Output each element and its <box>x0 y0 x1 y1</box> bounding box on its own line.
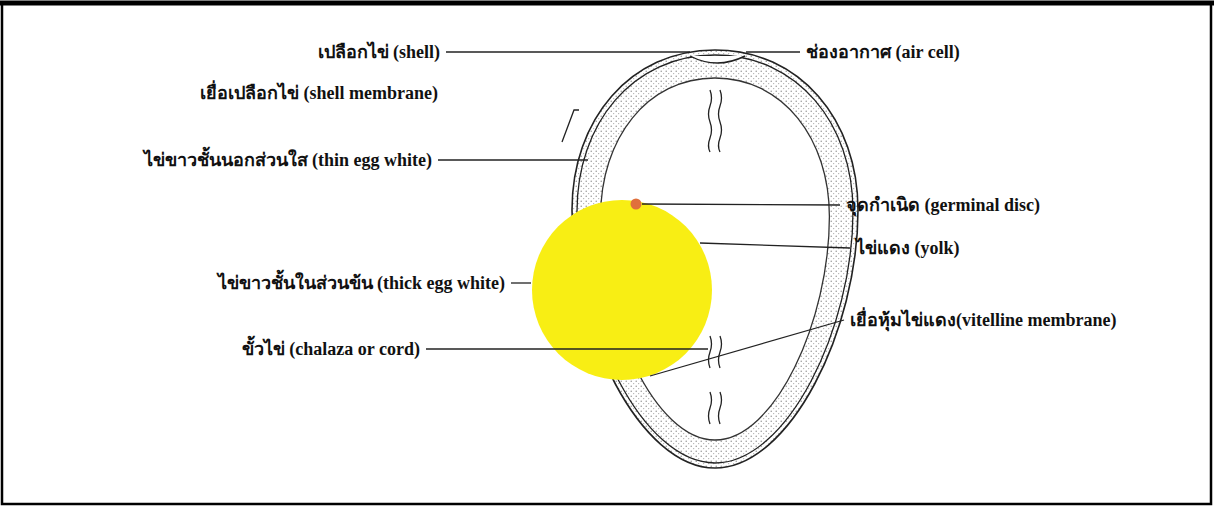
germinal-disc <box>631 199 642 210</box>
leader-lines <box>426 52 850 376</box>
part-label: จุดกำเนิด (germinal disc) <box>846 193 1040 217</box>
leader-line <box>438 159 588 160</box>
chalaza-top <box>709 90 712 152</box>
leader-line <box>650 320 844 376</box>
leader-line <box>446 51 690 52</box>
leader-line <box>426 348 708 349</box>
part-label: ไข่ขาวชั้นในส่วนข้น (thick egg white) <box>218 271 505 295</box>
air-cell <box>690 56 745 63</box>
membrane-tab <box>562 110 579 142</box>
leader-line <box>746 51 800 52</box>
part-label: เยื่อเปลือกไข่ (shell membrane) <box>200 81 438 105</box>
chalaza-bottom <box>709 336 712 424</box>
leader-line <box>700 243 850 248</box>
part-label: เยื่อหุ้มไข่แดง(vitelline membrane) <box>850 308 1116 332</box>
part-label: เปลือกไข่ (shell) <box>318 40 441 64</box>
frame-top <box>0 1 1214 6</box>
part-label: ขั้วไข่ (chalaza or cord) <box>242 337 420 361</box>
part-label: ช่องอากาศ (air cell) <box>806 40 960 64</box>
part-label: ไข่แดง (yolk) <box>856 236 960 260</box>
part-label: ไข่ขาวชั้นนอกส่วนใส (thin egg white) <box>144 148 433 172</box>
chalaza-top <box>719 90 722 152</box>
frame <box>2 3 1211 504</box>
chalaza-bottom <box>719 336 722 424</box>
yolk <box>532 200 712 380</box>
leader-line <box>642 204 840 205</box>
leader-line <box>511 282 531 283</box>
